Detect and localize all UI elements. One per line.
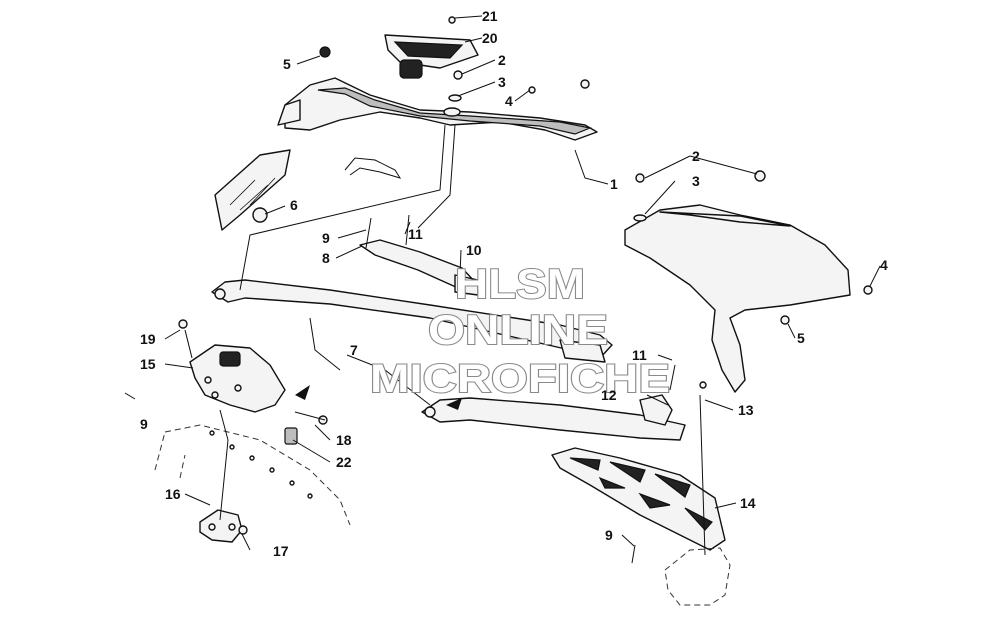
watermark: HLSM ONLINE MICROFICHE [369,259,671,402]
bracket-22 [284,427,298,445]
leader-lines [164,15,881,551]
callout-8: 8 [322,250,330,266]
callout-21: 21 [482,8,498,24]
cross-brace [359,239,479,296]
callout-9-left: 9 [140,416,148,432]
mount-bracket-12 [559,339,673,426]
callout-15: 15 [140,356,156,372]
callout-5-right: 5 [797,330,805,346]
support-bar-right [421,397,686,441]
clip-bracket-16 [199,509,243,543]
callout-9-mid: 9 [322,230,330,246]
callout-13: 13 [738,402,754,418]
callout-3-top: 3 [498,74,506,90]
step-plate [551,447,726,551]
callout-5-top: 5 [283,56,291,72]
callout-11-mid: 11 [408,226,423,242]
snowmobile-frame-outline [154,424,351,526]
speedometer-housing [384,34,479,79]
left-side-bracket [214,149,291,231]
watermark-line-2: ONLINE [428,306,608,353]
watermark-line-1: HLSM [455,260,585,307]
callout-7: 7 [350,342,358,358]
callout-3-right: 3 [692,173,700,189]
callout-19: 19 [140,331,156,347]
callout-1: 1 [610,176,618,192]
callout-18: 18 [336,432,352,448]
callout-labels: 21 20 2 3 4 5 6 1 2 3 4 5 9 8 11 10 7 19… [140,8,888,559]
right-side-panel [624,204,851,393]
callout-14: 14 [740,495,756,511]
callout-2-right: 2 [692,148,700,164]
callout-4-top: 4 [505,93,513,109]
callout-6: 6 [290,197,298,213]
support-bar-left [211,279,613,359]
callout-11-right: 11 [632,347,647,363]
fasteners [124,16,873,564]
frame-outline-lower-right [664,547,731,606]
callout-10: 10 [466,242,482,258]
callout-17: 17 [273,543,289,559]
callout-4-right: 4 [880,257,888,273]
callout-9-bottom: 9 [605,527,613,543]
watermark-line-3: MICROFICHE [370,357,670,401]
callout-2-top: 2 [498,52,506,68]
mounting-plate [189,344,310,413]
upper-console-panel [277,77,598,141]
callout-20: 20 [482,30,498,46]
callout-22: 22 [336,454,352,470]
callout-16: 16 [165,486,181,502]
wire-clip [344,157,402,179]
callout-12: 12 [601,387,617,403]
